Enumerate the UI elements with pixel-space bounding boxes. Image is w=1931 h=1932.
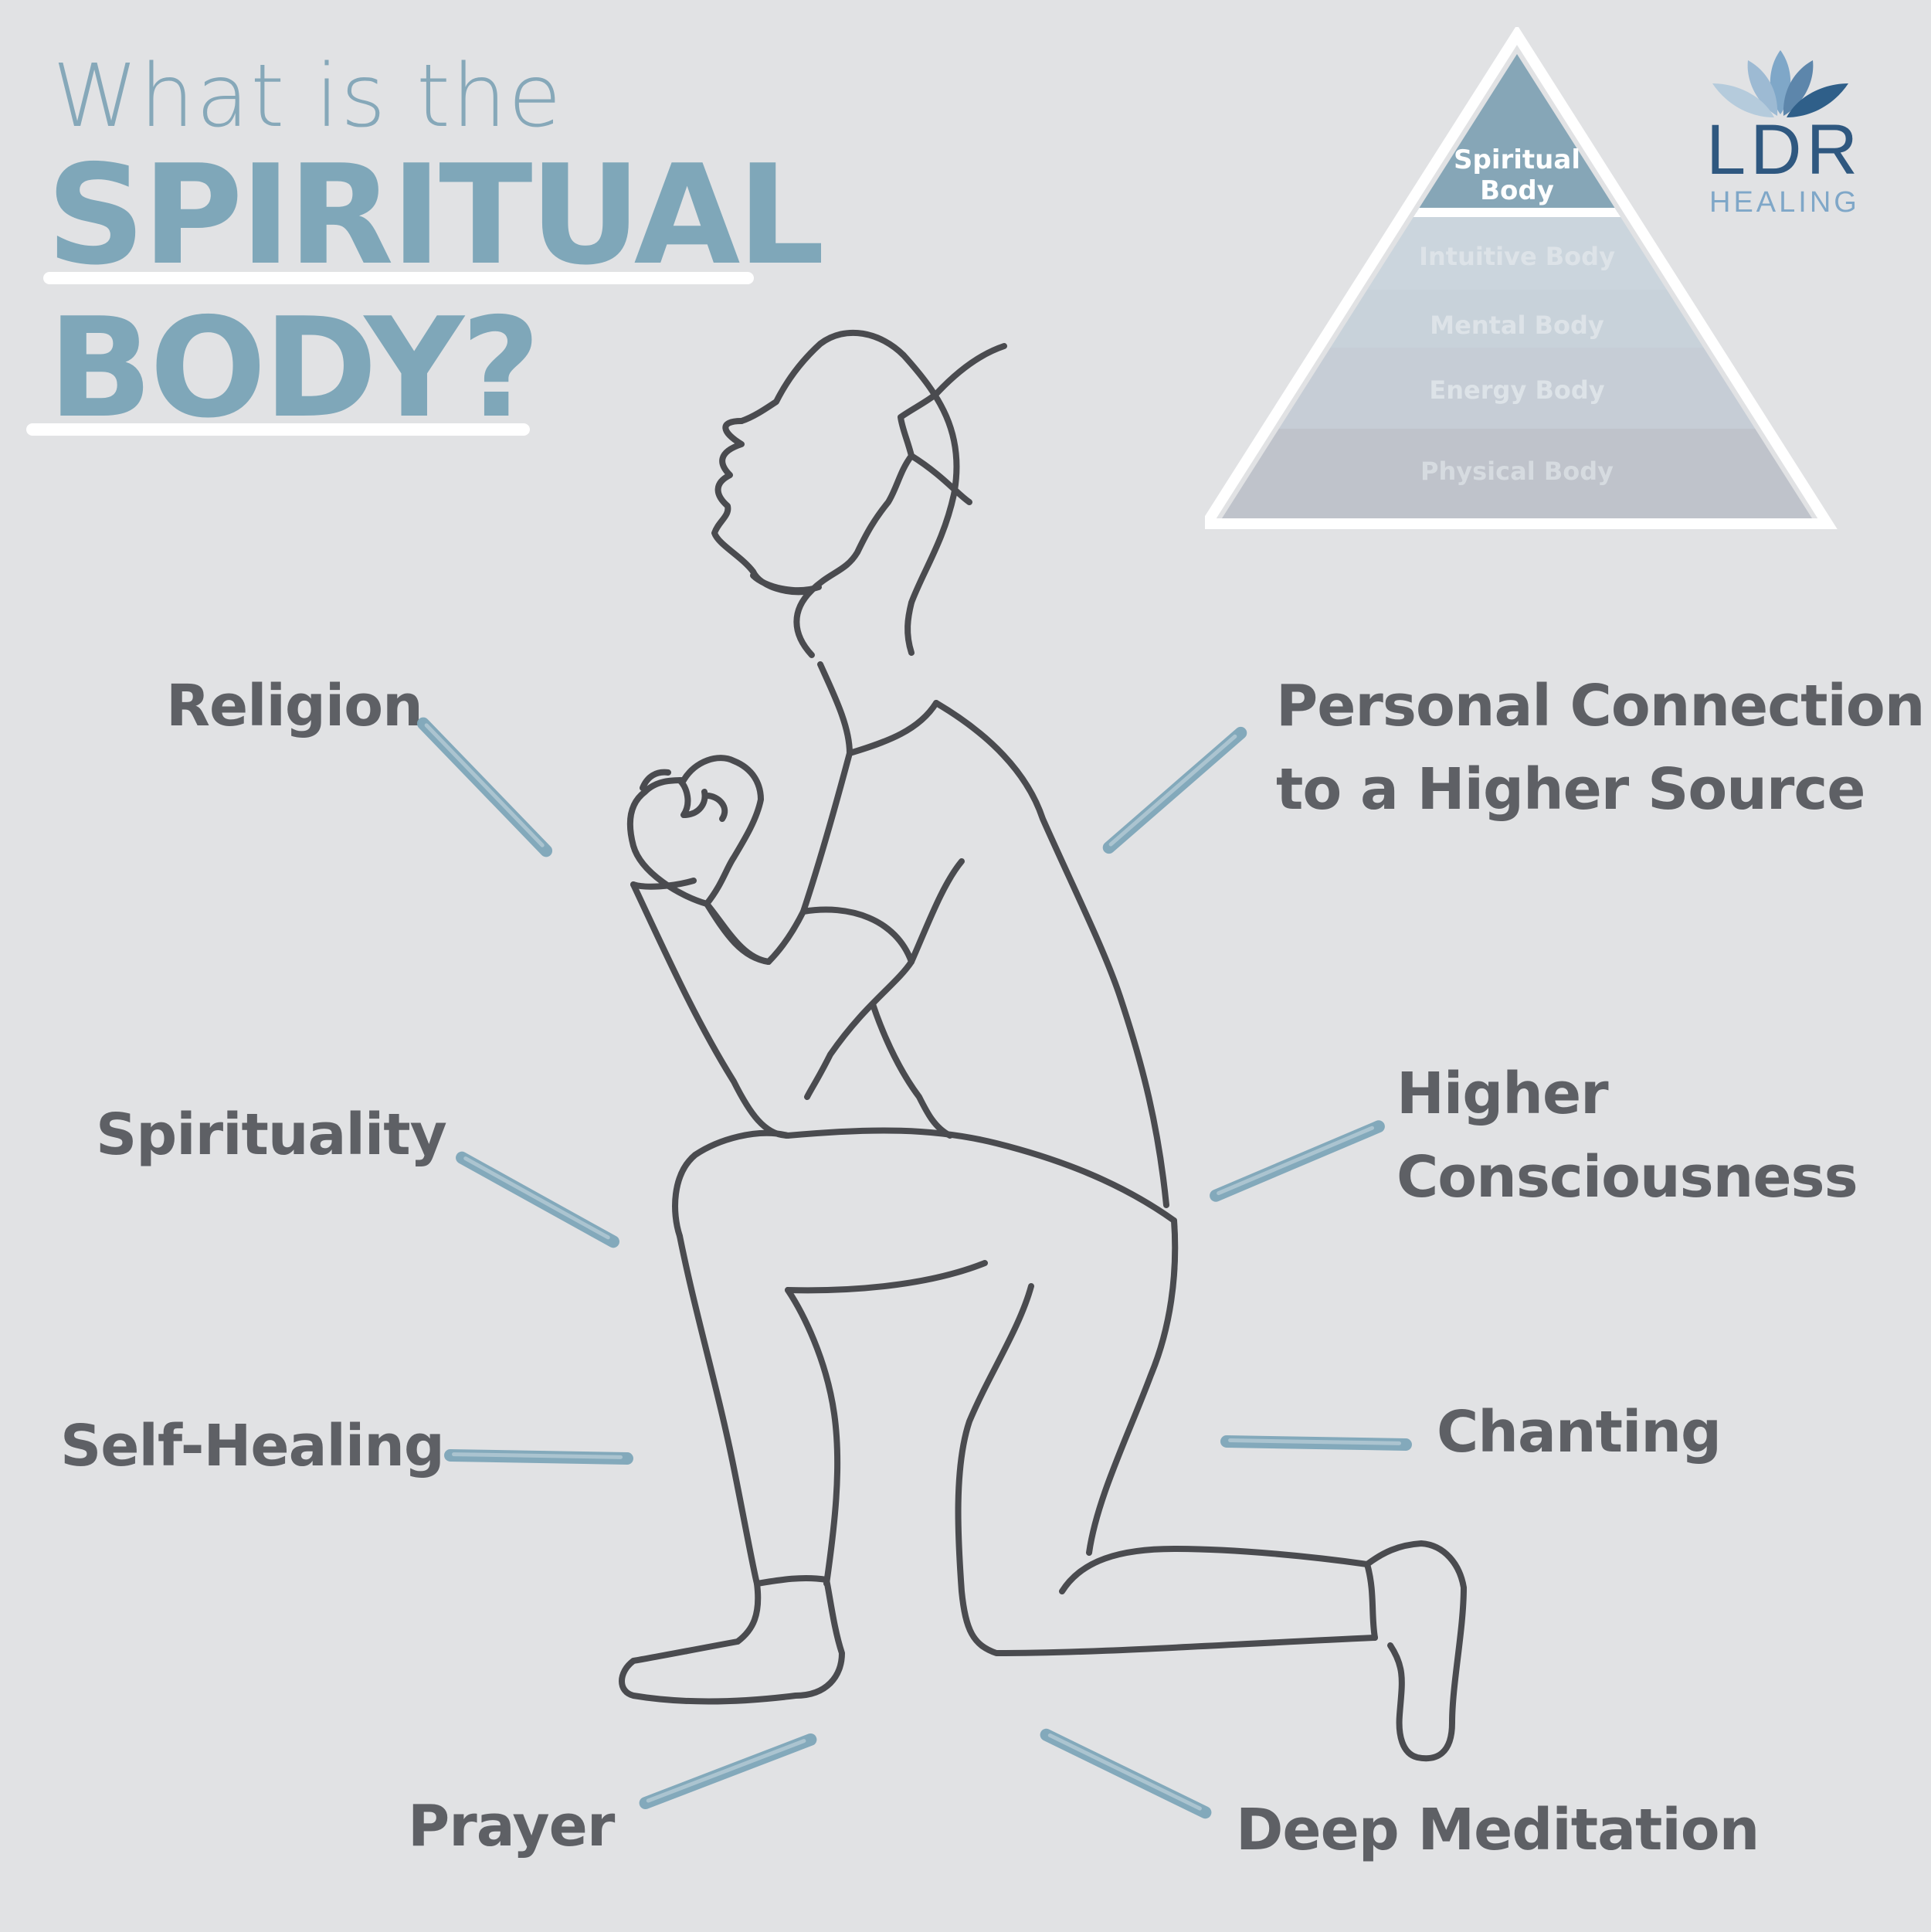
lotus-icon <box>1712 50 1848 117</box>
label-prayer: Prayer <box>408 1793 615 1859</box>
pyramid-top-label-1: Spiritual <box>1454 144 1580 175</box>
label-spirituality: Spirituality <box>96 1102 447 1168</box>
pyramid-layer-label-physical: Physical Body <box>1420 457 1614 486</box>
pyramid-top-label-2: Body <box>1480 175 1554 206</box>
pyramid-layer-label-energy: Energy Body <box>1429 375 1604 405</box>
label-personal-connection-2: to a Higher Source <box>1276 756 1865 823</box>
label-chanting: Chanting <box>1437 1399 1722 1465</box>
logo-name: LDR <box>1706 110 1863 189</box>
title-line-1: What is the <box>53 46 563 147</box>
pyramid-layer-label-mental: Mental Body <box>1430 311 1604 340</box>
label-higher-consciousness-2: Consciousness <box>1396 1144 1858 1210</box>
logo-tagline: HEALING <box>1709 186 1860 219</box>
label-deep-meditation: Deep Meditation <box>1236 1797 1760 1863</box>
label-higher-consciousness-1: Higher <box>1396 1061 1609 1127</box>
title-line-3: BODY? <box>48 288 541 448</box>
pyramid-layer-physical <box>1222 429 1812 518</box>
logo: LDR HEALING <box>1703 46 1858 224</box>
label-self-healing: Self-Healing <box>60 1413 445 1479</box>
title-line-2: SPIRITUAL <box>46 135 825 295</box>
label-personal-connection-1: Personal Connection <box>1276 673 1925 739</box>
pyramid-layer-label-intuitive: Intuitive Body <box>1419 242 1615 271</box>
title-underline-1 <box>43 272 754 284</box>
label-religion: Religion <box>166 673 423 739</box>
title-underline-2 <box>26 423 530 436</box>
body-pyramid: Spiritual Body Intuitive Body Mental Bod… <box>1205 27 1838 529</box>
